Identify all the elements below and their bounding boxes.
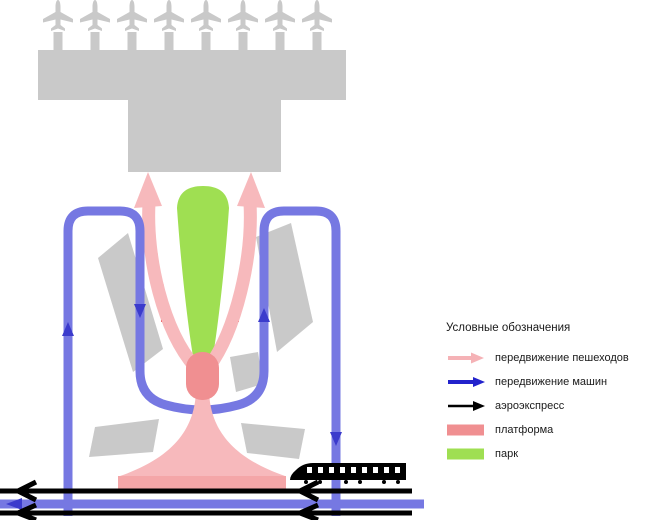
train-wheels <box>304 480 400 484</box>
pedestrian-flow-arrowheads <box>134 172 265 208</box>
legend-label: платформа <box>495 424 554 436</box>
legend-label: передвижение пешеходов <box>495 352 629 364</box>
rail-arrow-left <box>294 479 320 503</box>
airplane-icon <box>191 0 221 31</box>
terminal-pier-hall <box>38 50 346 100</box>
legend: Условные обозначения передвижение пешехо… <box>446 322 646 466</box>
side-structure-left <box>98 233 163 372</box>
legend-item-park: парк <box>446 442 646 466</box>
rail-arrow-left <box>11 502 38 520</box>
airplane-icon <box>228 0 258 31</box>
park-swatch <box>447 448 484 460</box>
car-arrow-icon <box>448 377 485 387</box>
legend-title: Условные обозначения <box>446 322 571 334</box>
pedestrian-flow <box>142 196 257 374</box>
pedestrian-trumpet <box>120 388 285 478</box>
pedestrian-arrowhead <box>134 172 162 208</box>
legend-item-aeroexpress: аэроэкспресс <box>446 394 646 418</box>
platform-node <box>186 352 219 400</box>
road-arrow-down <box>330 432 342 446</box>
road-arrow-up <box>62 322 74 336</box>
road-arrow-up <box>258 308 270 322</box>
road-arrow-left <box>6 498 22 510</box>
airplane-icon <box>43 0 73 31</box>
pedestrian-arrow-icon <box>448 352 484 364</box>
legend-label: передвижение машин <box>495 376 608 388</box>
rail-arrow-left <box>12 479 38 503</box>
side-structure-bottom-right <box>241 423 305 459</box>
pedestrian-path-right <box>202 196 257 374</box>
terminal-main-building <box>128 98 281 172</box>
legend-label: парк <box>495 448 519 460</box>
pedestrian-path-left <box>142 196 202 374</box>
legend-label: аэроэкспресс <box>495 400 565 412</box>
train-windows <box>307 467 400 473</box>
train-icon <box>290 463 406 484</box>
legend-item-platform: платформа <box>446 418 646 442</box>
boarding-piers <box>53 32 322 51</box>
legend-item-pedestrians: передвижение пешеходов <box>446 346 646 370</box>
rail-arrow-left <box>293 502 320 520</box>
airplane-icon <box>117 0 147 31</box>
terminal-complex <box>38 0 346 459</box>
airplane-icon <box>80 0 110 31</box>
railway <box>0 479 412 520</box>
pedestrian-arrowhead <box>237 172 265 208</box>
airplane-icon <box>154 0 184 31</box>
side-structure-center-right <box>230 352 263 392</box>
legend-item-cars: передвижение машин <box>446 370 646 394</box>
platform-swatch <box>447 424 484 436</box>
airplane-icon <box>302 0 332 31</box>
airplane-icon <box>265 0 295 31</box>
aeroexpress-arrow-icon <box>448 401 485 411</box>
road-direction-arrows <box>6 304 342 510</box>
airplanes-row <box>43 0 332 31</box>
side-structure-right <box>256 223 313 352</box>
side-structure-bottom-left <box>89 419 159 457</box>
platform-bar <box>118 476 286 491</box>
park-area <box>177 186 229 382</box>
road-arrow-down <box>134 304 146 318</box>
